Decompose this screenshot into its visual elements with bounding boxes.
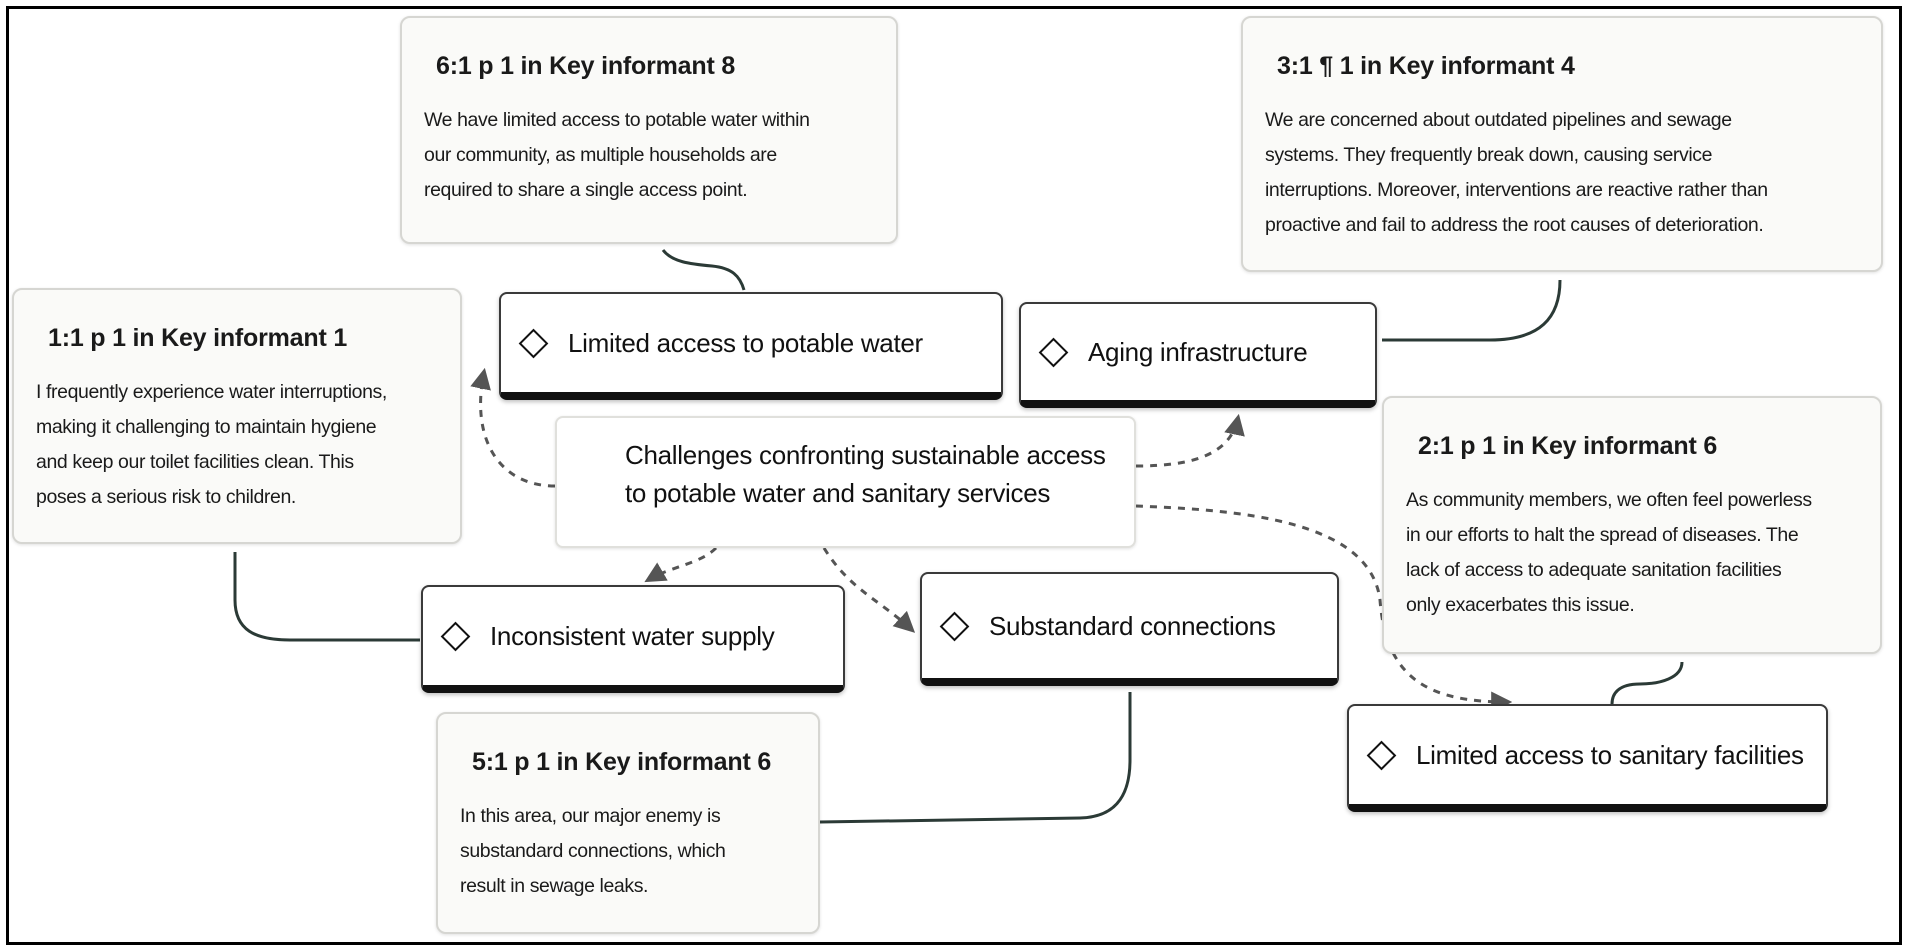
central-theme-line: Challenges confronting sustainable acces… — [625, 440, 1106, 470]
connector-ki4-aging — [1382, 279, 1562, 342]
code-label: Inconsistent water supply — [490, 620, 775, 651]
connector-ki8-potable — [661, 249, 746, 291]
quote-key-informant-4: 3:1 ¶ 1 in Key informant 4 We are concer… — [1241, 16, 1883, 272]
quote-line: making it challenging to maintain hygien… — [36, 416, 377, 438]
quote-line: I frequently experience water interrupti… — [36, 381, 387, 403]
quote-line: proactive and fail to address the root c… — [1265, 214, 1764, 236]
quote-text: We are concerned about outdated pipeline… — [1263, 103, 1861, 243]
quote-text: We have limited access to potable water … — [422, 103, 876, 208]
quote-key-informant-8: 6:1 p 1 in Key informant 8 We have limit… — [400, 16, 898, 244]
quote-line: interruptions. Moreover, interventions a… — [1265, 179, 1768, 201]
quote-title: 3:1 ¶ 1 in Key informant 4 — [1277, 52, 1575, 80]
link-central-aging — [1135, 413, 1245, 468]
code-substandard-connections[interactable]: Substandard connections — [920, 572, 1339, 686]
quote-line: As community members, we often feel powe… — [1406, 489, 1812, 511]
quote-line: required to share a single access point. — [424, 179, 748, 201]
link-central-sanitary — [1135, 504, 1513, 713]
quote-text: I frequently experience water interrupti… — [34, 375, 440, 515]
central-theme-line: to potable water and sanitary services — [625, 478, 1051, 508]
connector-ki6a-substandard — [819, 692, 1132, 824]
quote-line: systems. They frequently break down, cau… — [1265, 144, 1713, 166]
quote-line: result in sewage leaks. — [460, 875, 649, 897]
quote-line: poses a serious risk to children. — [36, 486, 296, 508]
quote-key-informant-6-connections: 5:1 p 1 in Key informant 6 In this area,… — [436, 712, 820, 934]
quote-title: 5:1 p 1 in Key informant 6 — [472, 748, 772, 776]
code-label: Limited access to sanitary facilities — [1416, 739, 1804, 770]
diamond-icon — [1038, 337, 1069, 367]
quote-text: In this area, our major enemy is substan… — [458, 799, 798, 904]
quote-line: substandard connections, which — [460, 840, 726, 862]
code-inconsistent-water-supply[interactable]: Inconsistent water supply — [421, 585, 845, 693]
code-limited-access-sanitary-facilities[interactable]: Limited access to sanitary facilities — [1347, 704, 1828, 812]
quote-line: We have limited access to potable water … — [424, 109, 810, 131]
diamond-icon — [939, 611, 970, 641]
quote-line: our community, as multiple households ar… — [424, 144, 777, 166]
quote-line: lack of access to adequate sanitation fa… — [1406, 559, 1782, 581]
code-label: Aging infrastructure — [1088, 336, 1308, 367]
quote-text: As community members, we often feel powe… — [1404, 483, 1860, 623]
quote-line: only exacerbates this issue. — [1406, 594, 1635, 616]
connector-ki1-inconsistent — [233, 552, 420, 642]
code-aging-infrastructure[interactable]: Aging infrastructure — [1019, 302, 1377, 408]
diamond-icon — [440, 621, 471, 651]
connector-ki6b-sanitary — [1610, 661, 1684, 705]
diamond-icon — [518, 328, 549, 358]
code-label: Limited access to potable water — [568, 327, 923, 358]
code-label: Substandard connections — [989, 610, 1276, 641]
link-central-substandard — [822, 547, 916, 633]
quote-title: 1:1 p 1 in Key informant 1 — [48, 324, 348, 352]
quote-line: in our efforts to halt the spread of dis… — [1406, 524, 1799, 546]
quote-title: 6:1 p 1 in Key informant 8 — [436, 52, 736, 80]
link-central-inconsistent — [644, 546, 718, 583]
link-central-potable — [470, 367, 556, 488]
diamond-icon — [1366, 740, 1397, 770]
quote-key-informant-6-sanitation: 2:1 p 1 in Key informant 6 As community … — [1382, 396, 1882, 654]
quote-line: We are concerned about outdated pipeline… — [1265, 109, 1732, 131]
quote-line: and keep our toilet facilities clean. Th… — [36, 451, 354, 473]
code-limited-access-potable-water[interactable]: Limited access to potable water — [499, 292, 1003, 400]
quote-key-informant-1: 1:1 p 1 in Key informant 1 I frequently … — [12, 288, 462, 544]
central-theme-node[interactable]: Challenges confronting sustainable acces… — [555, 416, 1136, 548]
quote-title: 2:1 p 1 in Key informant 6 — [1418, 432, 1718, 460]
quote-line: In this area, our major enemy is — [460, 805, 721, 827]
